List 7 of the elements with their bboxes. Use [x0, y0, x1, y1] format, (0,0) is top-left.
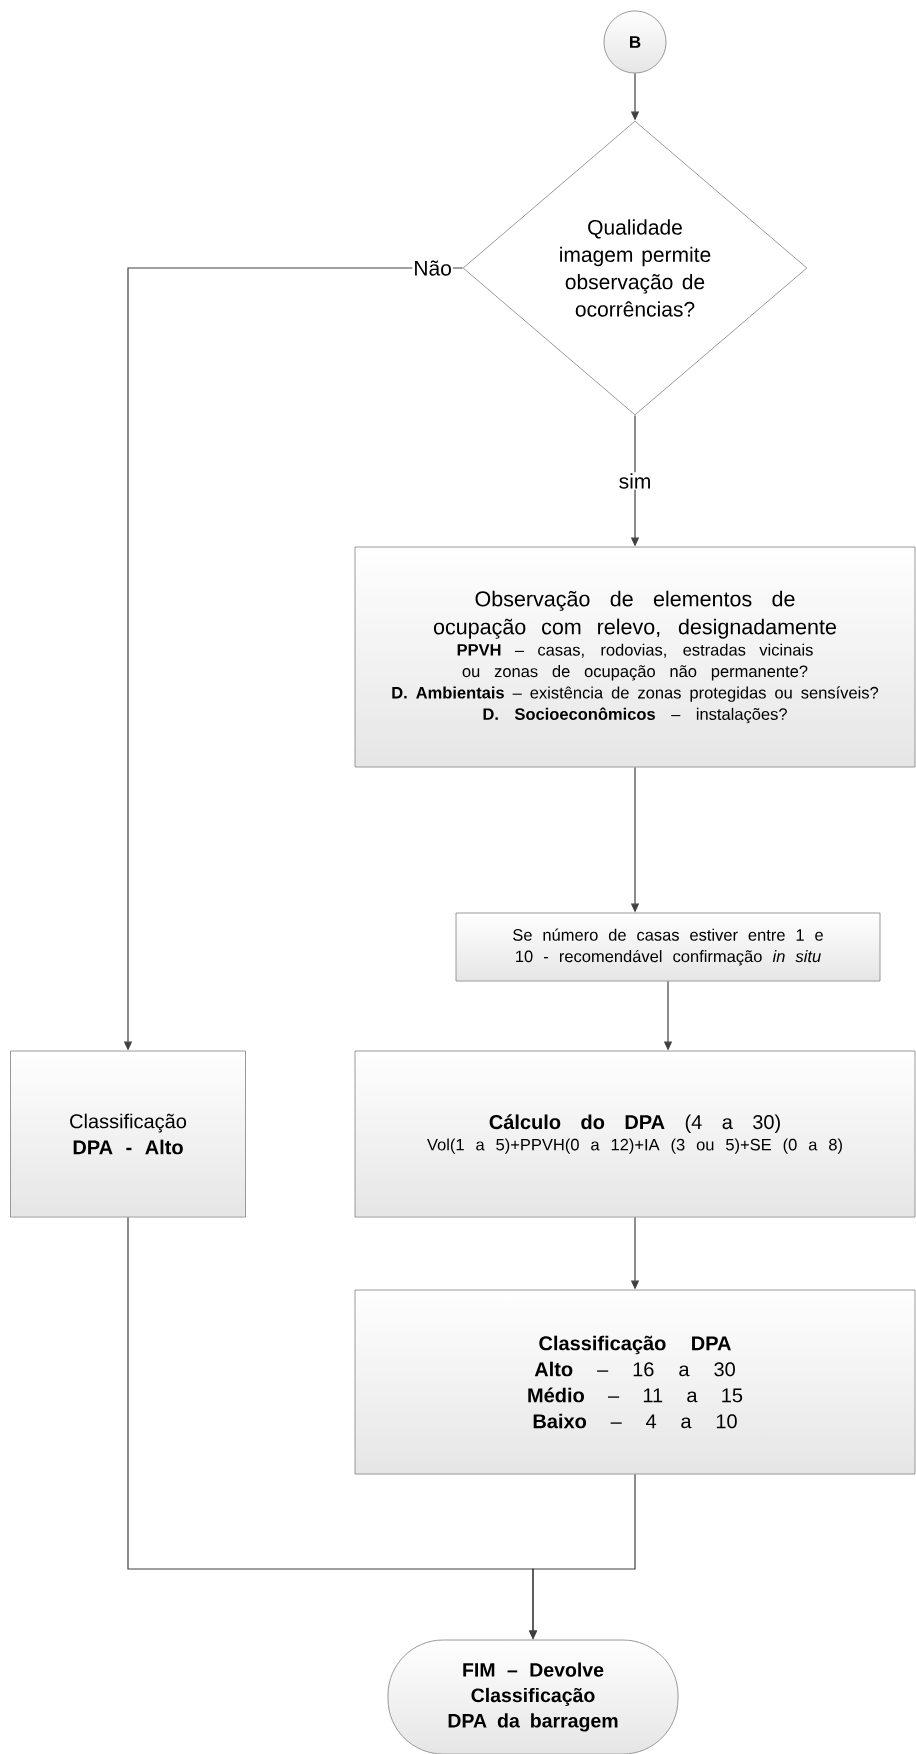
process-box: Se número de casas estiver entre 1 e 10 - recomendável confirmação in situ	[455, 912, 881, 982]
process-box: Observação de elementos de ocupação com relevo, designadamente PPVH – casas, rodovias, estradas vicinais ou zonas de ocupação não permanente? D. Ambientais – existência de zonas protegidas ou sensíveis? D. Socioeconômicos – instalações?	[354, 546, 916, 768]
process-box: Classificação DPA - Alto	[10, 1050, 246, 1218]
edge-label: sim	[617, 472, 653, 490]
edge-label: Não	[412, 259, 453, 277]
process-box: Classificação DPA Alto – 16 a 30 Médio – 11 a 15 Baixo – 4 a 10	[354, 1289, 916, 1475]
process-box: Cálculo do DPA (4 a 30) Vol(1 a 5)+PPVH(0 a 12)+IA (3 ou 5)+SE (0 a 8)	[354, 1050, 916, 1218]
